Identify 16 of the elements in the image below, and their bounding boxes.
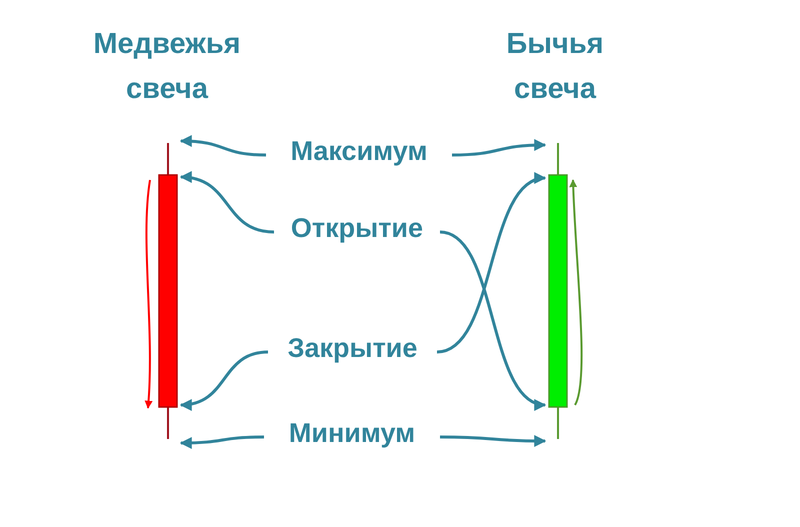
- candle-heading: Бычья свеча: [505, 27, 605, 107]
- candle-heading: Медвежья свеча: [92, 27, 242, 107]
- callout-label: Максимум: [268, 136, 450, 167]
- leader-arrow: [180, 135, 266, 156]
- leader-arrow: [440, 434, 546, 447]
- leader-arrow: [180, 172, 274, 234]
- callout-label: Закрытие: [270, 333, 435, 364]
- leader-arrow: [436, 174, 546, 354]
- leader-arrow: [180, 436, 264, 449]
- callout-label: Минимум: [266, 418, 438, 449]
- leader-arrow: [440, 230, 546, 408]
- leader-arrow: [180, 350, 268, 410]
- candlestick-drawing: [548, 143, 568, 439]
- callout-label: Открытие: [276, 213, 438, 244]
- candlestick-drawing: [158, 143, 178, 439]
- leader-arrow: [452, 139, 546, 156]
